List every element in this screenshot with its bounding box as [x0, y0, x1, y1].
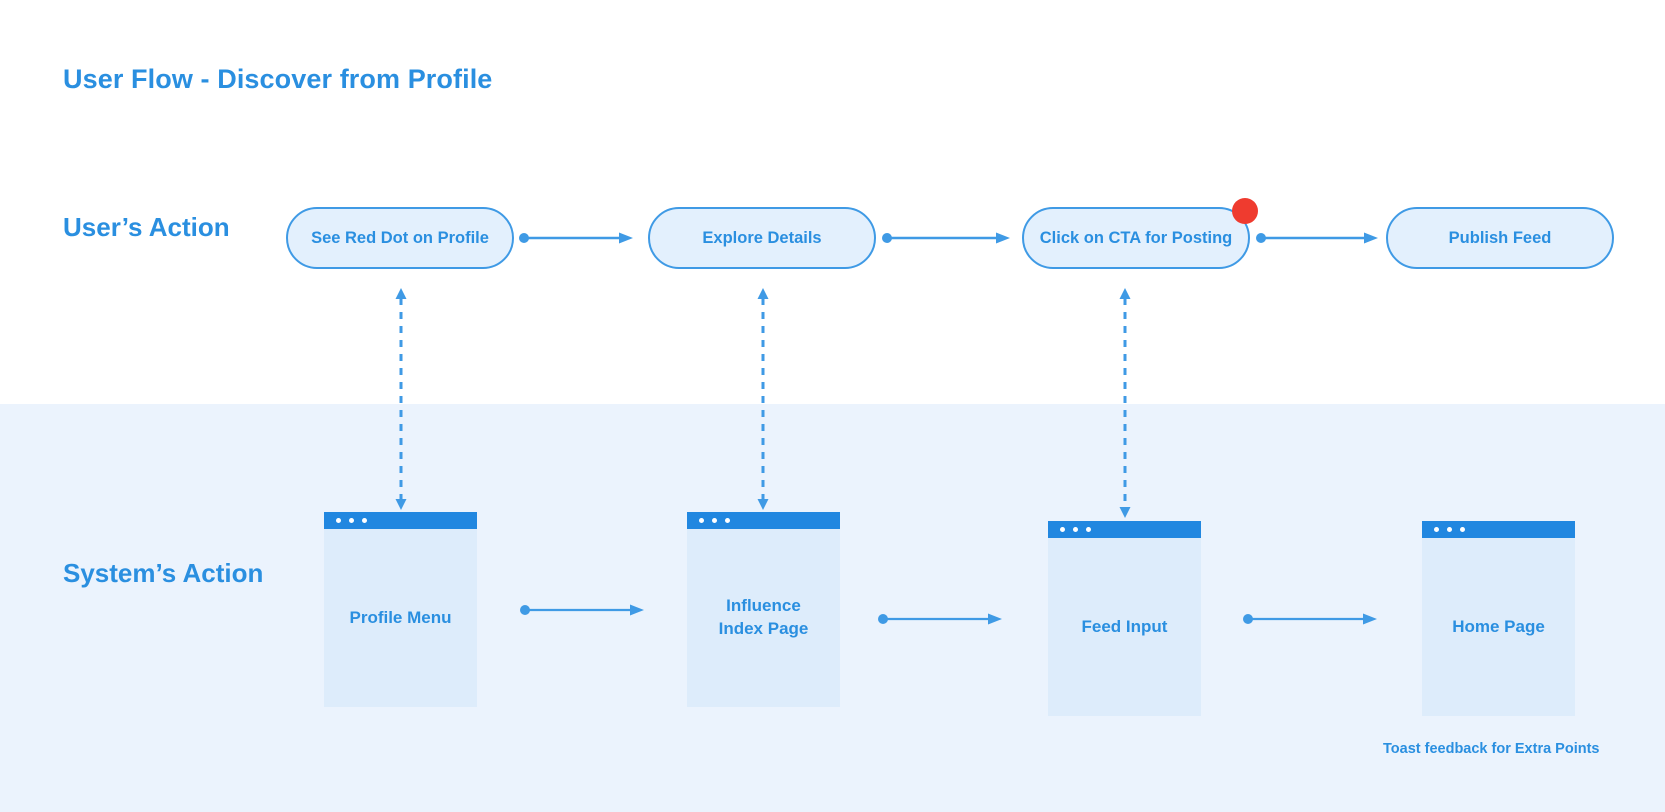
system-screen-label: Feed Input	[1081, 616, 1168, 636]
titlebar-dot-icon	[1434, 527, 1439, 532]
flow-arrow-system-1	[520, 604, 644, 616]
titlebar-dot-icon	[1086, 527, 1091, 532]
red-dot-badge-icon	[1232, 198, 1258, 224]
user-step-label: Click on CTA for Posting	[1039, 228, 1233, 247]
titlebar-dot-icon	[349, 518, 354, 523]
dashed-link-arrow-1	[395, 288, 407, 510]
system-screen-home-page[interactable]: Home Page	[1422, 521, 1575, 716]
dashed-link-arrow-3	[1119, 288, 1131, 518]
system-screen-label: Profile Menu	[349, 607, 452, 627]
toast-feedback-annotation: Toast feedback for Extra Points	[1383, 741, 1600, 757]
titlebar-dot-icon	[1073, 527, 1078, 532]
browser-titlebar	[1048, 521, 1201, 538]
browser-titlebar	[687, 512, 840, 529]
browser-titlebar	[324, 512, 477, 529]
top-background-band	[0, 0, 1665, 404]
page-title: User Flow - Discover from Profile	[63, 64, 493, 94]
flow-arrow-user-2	[882, 232, 1010, 244]
titlebar-dot-icon	[699, 518, 704, 523]
row-label-user-action: User’s Action	[63, 212, 230, 242]
titlebar-dot-icon	[362, 518, 367, 523]
user-step-see-red-dot-on-profile[interactable]: See Red Dot on Profile	[286, 207, 514, 269]
user-step-publish-feed[interactable]: Publish Feed	[1386, 207, 1614, 269]
system-screen-label: Home Page	[1452, 616, 1545, 636]
titlebar-dot-icon	[712, 518, 717, 523]
flow-arrow-user-3	[1256, 232, 1378, 244]
flow-arrow-user-1	[519, 232, 633, 244]
flow-arrow-system-2	[878, 613, 1002, 625]
user-step-explore-details[interactable]: Explore Details	[648, 207, 876, 269]
titlebar-dot-icon	[336, 518, 341, 523]
system-screen-feed-input[interactable]: Feed Input	[1048, 521, 1201, 716]
titlebar-dot-icon	[725, 518, 730, 523]
titlebar-dot-icon	[1060, 527, 1065, 532]
user-step-click-on-cta-for-posting[interactable]: Click on CTA for Posting	[1022, 198, 1258, 269]
user-step-label: See Red Dot on Profile	[311, 228, 489, 247]
browser-titlebar	[1422, 521, 1575, 538]
titlebar-dot-icon	[1460, 527, 1465, 532]
system-screen-influence-index-page[interactable]: Influence Index Page	[687, 512, 840, 707]
titlebar-dot-icon	[1447, 527, 1452, 532]
row-label-system-action: System’s Action	[63, 558, 264, 588]
system-screen-label: Influence Index Page	[718, 596, 809, 638]
system-screen-profile-menu[interactable]: Profile Menu	[324, 512, 477, 707]
user-step-label: Publish Feed	[1448, 228, 1552, 247]
dashed-link-arrow-2	[757, 288, 769, 510]
flow-arrow-system-3	[1243, 613, 1377, 625]
user-step-label: Explore Details	[702, 228, 822, 247]
